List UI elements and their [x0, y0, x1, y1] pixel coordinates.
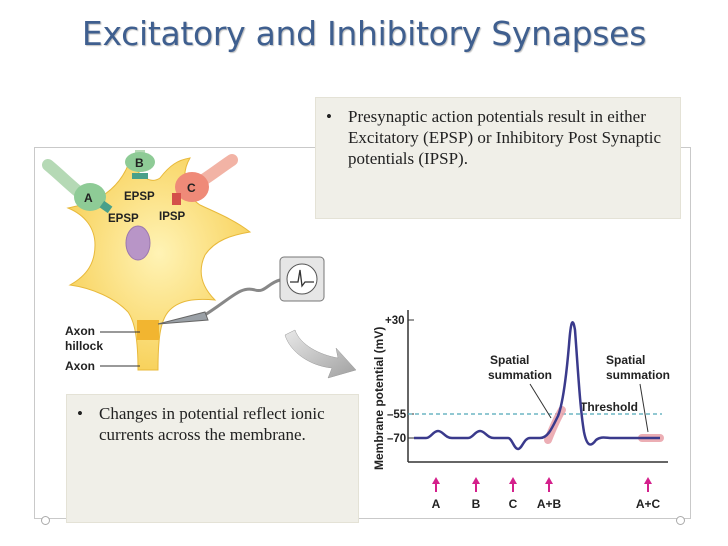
stimulus-arrowhead-2 — [472, 477, 480, 484]
stimulus-label-5: A+C — [636, 497, 661, 511]
axon-label: Axon — [65, 359, 95, 373]
electrode-wire — [199, 278, 281, 320]
synapse-b-label: B — [135, 156, 144, 170]
membrane-trace — [414, 321, 660, 451]
stimulus-arrowhead-4 — [545, 477, 553, 484]
axon-hillock-label-line1: Axon — [65, 324, 95, 338]
ipsp-label: IPSP — [159, 211, 186, 223]
synapse-c-terminal — [175, 172, 209, 202]
axon-hillock — [137, 320, 159, 340]
annotation-spatial-summation-2-line1: Spatial — [606, 353, 645, 367]
stimulus-label-3: C — [509, 497, 518, 511]
note-bottom-text: Changes in potential reflect ionic curre… — [99, 404, 325, 444]
note-bottom: • Changes in potential reflect ionic cur… — [66, 394, 359, 523]
stimulus-markers: A B C A+B A+C — [432, 477, 661, 511]
ytick-label-plus30: +30 — [385, 315, 405, 327]
epsp-left-label: EPSP — [108, 213, 139, 225]
ytick-label-minus55: –55 — [387, 409, 407, 421]
curved-arrow — [284, 329, 357, 379]
note-bottom-bullet: • — [77, 404, 83, 423]
synapse-b-terminal — [125, 152, 155, 172]
synapse-c-label: C — [187, 181, 196, 195]
neuron-cell-body — [66, 157, 252, 371]
electrode — [157, 311, 209, 325]
epsp-top-label: EPSP — [124, 191, 155, 203]
synapse-a-label: A — [84, 191, 93, 205]
note-top-text: Presynaptic action potentials result in … — [348, 107, 662, 168]
y-axis-label: Membrane potential (mV) — [372, 327, 386, 470]
note-top-bullet: • — [326, 107, 332, 126]
stimulus-arrowhead-5 — [644, 477, 652, 484]
annotation-pointer-1 — [529, 383, 552, 419]
membrane-chart: +30 –55 –70 Membrane potential (mV) Thre… — [372, 310, 670, 511]
synapse-b-cleft — [132, 173, 148, 179]
stimulus-arrowhead-3 — [509, 477, 517, 484]
stimulus-label-1: A — [432, 497, 441, 511]
note-top: • Presynaptic action potentials result i… — [315, 97, 681, 219]
synapse-a-axon — [42, 159, 86, 199]
threshold-label: Threshold — [580, 400, 638, 414]
annotation-pointer-2 — [639, 383, 649, 433]
frame-corner-dot — [676, 516, 685, 525]
stimulus-label-2: B — [472, 497, 481, 511]
annotation-spatial-summation-1-line1: Spatial — [490, 353, 529, 367]
annotation-spatial-summation-2-line2: summation — [606, 368, 670, 382]
synapse-a-terminal — [74, 183, 106, 211]
frame-corner-dot — [41, 516, 50, 525]
synapse-a-cleft — [99, 200, 113, 214]
page-title: Excitatory and Inhibitory Synapses — [81, 14, 647, 53]
annotation-spatial-summation-1-line2: summation — [488, 368, 552, 382]
stimulus-arrowhead-1 — [432, 477, 440, 484]
axon-hillock-label-line2: hillock — [65, 339, 103, 353]
synapse-c-cleft — [172, 193, 181, 205]
stimulus-label-4: A+B — [537, 497, 562, 511]
nucleus — [125, 225, 151, 261]
ytick-label-minus70: –70 — [387, 433, 406, 445]
